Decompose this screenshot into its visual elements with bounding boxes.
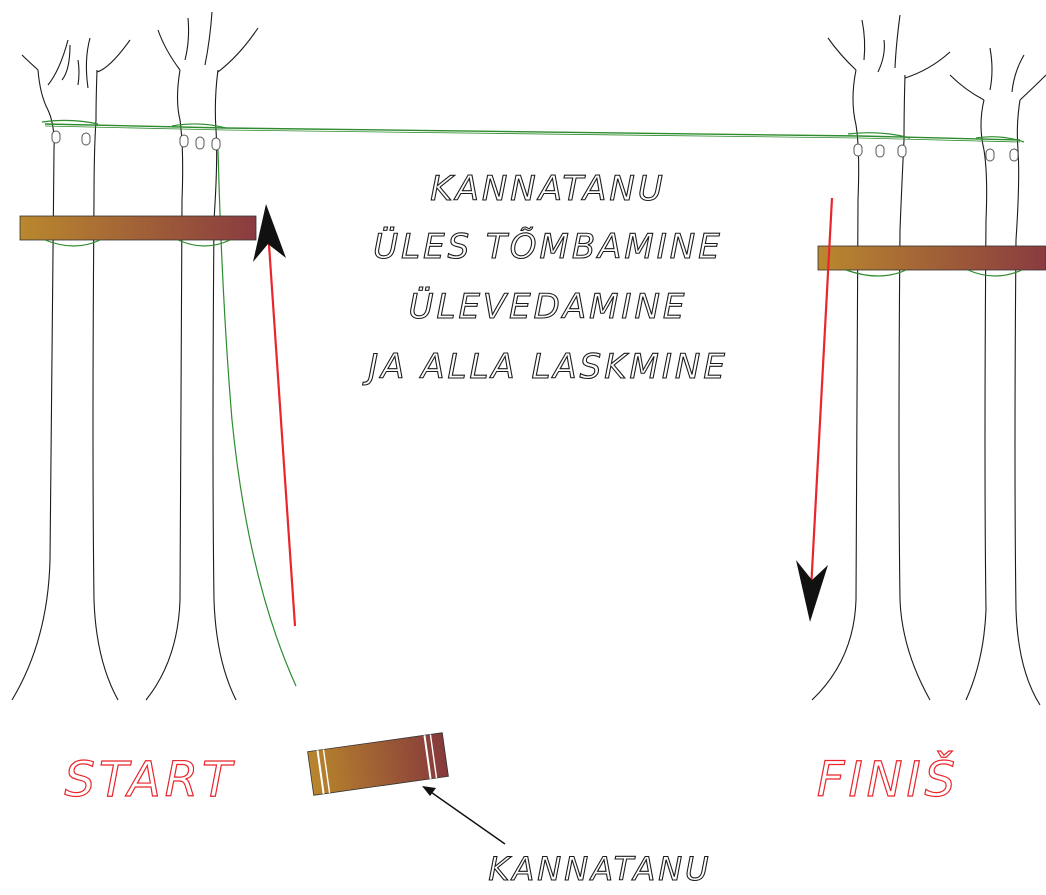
title-line-4: JA ALLA LASKMINE bbox=[362, 347, 728, 387]
right-platform bbox=[817, 245, 1046, 277]
left-platform bbox=[19, 215, 257, 247]
title-line-2: ÜLES TÕMBAMINE bbox=[373, 226, 722, 267]
stretcher-pointer-arrow bbox=[422, 786, 506, 845]
right-tree-2 bbox=[949, 47, 1046, 706]
haul-rope bbox=[217, 149, 297, 687]
title-line-3: ÜLEVEDAMINE bbox=[409, 286, 688, 327]
left-tree-2 bbox=[145, 11, 259, 701]
arrow-down-icon bbox=[796, 197, 834, 622]
right-tree-1 bbox=[811, 14, 951, 701]
title-line-1: KANNATANU bbox=[430, 169, 665, 209]
stretcher-icon bbox=[307, 732, 449, 796]
left-tree-1 bbox=[11, 37, 131, 701]
title-block: KANNATANU ÜLES TÕMBAMINE ÜLEVEDAMINE JA … bbox=[362, 168, 728, 387]
arrow-up-icon bbox=[253, 204, 297, 627]
stretcher-label: KANNATANU bbox=[488, 850, 711, 888]
finish-label: FINIŠ bbox=[817, 751, 959, 808]
carabiner-icon bbox=[51, 130, 1019, 162]
traverse-rope bbox=[41, 119, 1025, 143]
start-label: START bbox=[65, 752, 236, 808]
